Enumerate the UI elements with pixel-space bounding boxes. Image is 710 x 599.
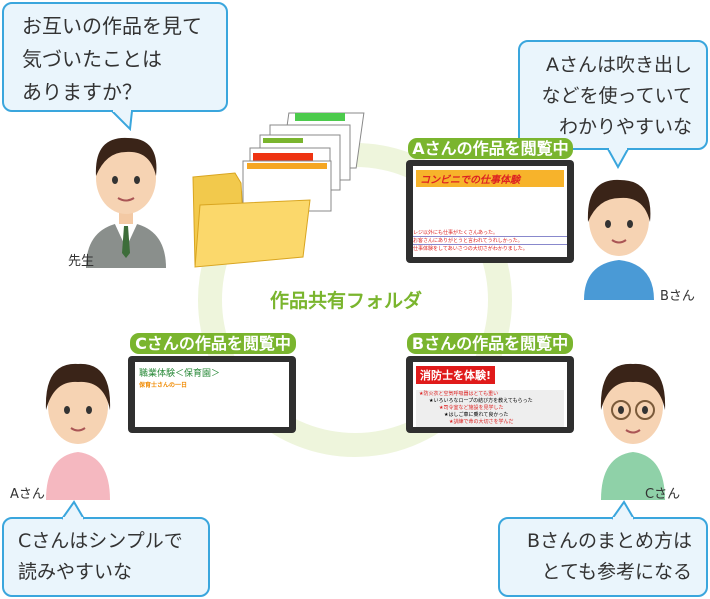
tablet-b-label: Bさんの作品を閲覧中 (407, 333, 573, 354)
bubble-tail (111, 109, 133, 131)
bubble-line: わかりやすいな (558, 116, 692, 138)
b-san-name: Bさん (660, 289, 695, 304)
tablet-a-screen: コンビニでの仕事体験 レジ以外にも仕事がたくさんあった。 お客さんにありがとうと… (413, 166, 567, 257)
work-line: お客さんにありがとうと言われてうれしかった。 (413, 237, 567, 245)
a-san-name: Aさん (10, 487, 45, 502)
teacher-name: 先生 (68, 254, 95, 269)
teacher-avatar (86, 137, 166, 268)
work-line: 仕事体験をしてあいさつの大切さがわかりました。 (413, 246, 528, 252)
bubble-line: 読みやすいな (18, 561, 133, 583)
tablet-a-work[interactable]: コンビニでの仕事体験 レジ以外にも仕事がたくさんあった。 お客さんにありがとうと… (406, 160, 574, 263)
tablet-b-screen: 消防士を体験! ★防火衣と空気呼吸器はとても重い ★いろいろなロープの結び方を教… (413, 362, 567, 427)
work-line: ★はしご車に乗れて良かった (444, 412, 509, 418)
bubble-line: Bさんのまとめ方は (526, 530, 692, 552)
bubble-tail (607, 147, 629, 169)
work-line: ★司令室など施設を見学した (439, 405, 504, 411)
work-title: 消防士を体験! (416, 366, 496, 384)
c-san-bubble: Bさんのまとめ方は とても参考になる (498, 517, 708, 597)
bubble-line: Cさんはシンプルで (18, 530, 183, 552)
bubble-tail (61, 500, 85, 520)
bubble-line: お互いの作品を見て (22, 14, 202, 38)
work-subtitle: 保育士さんの一日 (139, 382, 188, 389)
work-line: ★防火衣と空気呼吸器はとても重い (419, 391, 499, 397)
tablet-c-screen: 職業体験＜保育園＞ 保育士さんの一日 (135, 362, 289, 427)
bubble-line: ありますか？ (22, 80, 142, 104)
tablet-b-work[interactable]: 消防士を体験! ★防火衣と空気呼吸器はとても重い ★いろいろなロープの結び方を教… (406, 356, 574, 433)
b-san-avatar (584, 179, 654, 300)
bubble-line: Aさんは吹き出し (546, 54, 692, 76)
work-title: 職業体験＜保育園＞ (139, 369, 221, 379)
bubble-line: などを使っていて (541, 85, 692, 107)
c-san-name: Cさん (645, 487, 681, 502)
tablet-a-label: Aさんの作品を閲覧中 (408, 138, 573, 159)
c-san-avatar (600, 363, 666, 500)
bubble-tail (611, 500, 635, 520)
shared-folder-icon[interactable] (185, 105, 365, 270)
b-san-bubble: Aさんは吹き出し などを使っていて わかりやすいな (518, 40, 708, 150)
work-line: レジ以外にも仕事がたくさんあった。 (413, 229, 567, 237)
teacher-bubble: お互いの作品を見て 気づいたことは ありますか？ (2, 2, 228, 112)
tablet-c-work[interactable]: 職業体験＜保育園＞ 保育士さんの一日 (128, 356, 296, 433)
a-san-avatar (45, 363, 111, 500)
work-line: ★訓練で命の大切さを学んだ (449, 419, 514, 425)
tablet-c-label: Cさんの作品を閲覧中 (130, 333, 296, 354)
bubble-line: とても参考になる (541, 561, 692, 583)
work-title: コンビニでの仕事体験 (416, 170, 564, 187)
center-label: 作品共有フォルダ (270, 290, 423, 312)
a-san-bubble: Cさんはシンプルで 読みやすいな (2, 517, 210, 597)
work-line: ★いろいろなロープの結び方を教えてもらった (429, 398, 533, 404)
bubble-line: 気づいたことは (22, 47, 162, 71)
